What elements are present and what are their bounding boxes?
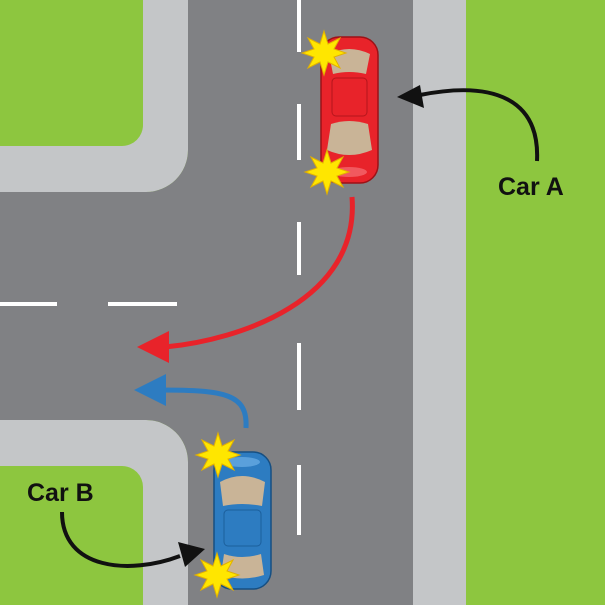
flasher-car-b-rear-icon	[193, 551, 241, 599]
car-a-turn-arrow	[137, 196, 355, 363]
car-b-label: Car B	[27, 479, 94, 507]
flasher-car-b-front-icon	[194, 431, 242, 479]
car-a-pointer-arrow	[397, 85, 540, 162]
flasher-car-a-front-icon	[300, 29, 348, 77]
sidewalk-top-left	[0, 0, 188, 192]
car-a-label: Car A	[498, 173, 564, 201]
sidewalk-bottom-left	[0, 420, 188, 605]
car-b-pointer-arrow	[60, 511, 205, 568]
main-road	[0, 0, 413, 605]
car-b-turn-arrow	[134, 374, 249, 429]
flasher-car-a-rear-icon	[303, 148, 351, 196]
